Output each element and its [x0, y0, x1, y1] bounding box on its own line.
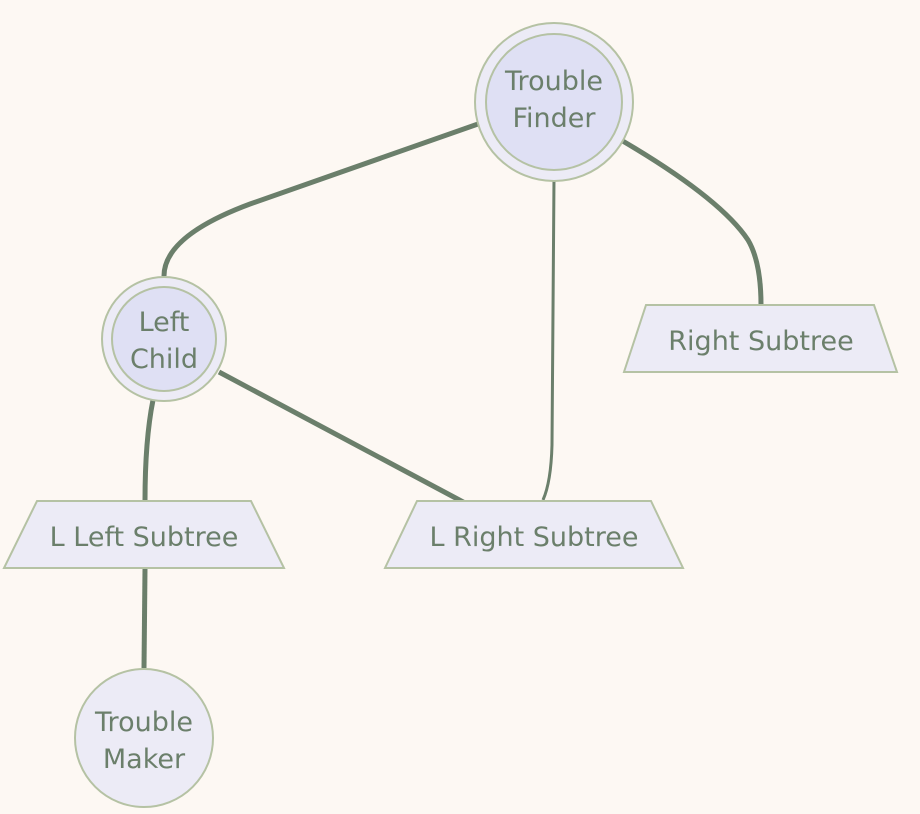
node-label: Maker — [103, 744, 186, 775]
node-l-left-subtree[interactable]: L Left Subtree — [2, 500, 286, 569]
edge-left-child-to-l-left-subtree — [142, 399, 156, 502]
edge-trouble-finder-to-l-right-subtree — [541, 177, 556, 501]
node-l-right-subtree[interactable]: L Right Subtree — [383, 500, 685, 569]
node-right-subtree[interactable]: Right Subtree — [622, 304, 899, 373]
node-label: Trouble — [504, 66, 603, 97]
node-trouble-maker[interactable]: Trouble Maker — [74, 668, 214, 808]
node-left-child[interactable]: Left Child — [101, 276, 227, 402]
node-label: Right Subtree — [668, 326, 853, 357]
edge-l-left-subtree-to-trouble-maker — [141, 568, 148, 669]
node-label: L Left Subtree — [50, 522, 239, 553]
node-label: Trouble — [94, 707, 193, 738]
edge-trouble-finder-to-right-subtree — [619, 137, 764, 306]
node-label: Finder — [512, 103, 596, 134]
node-label: Left — [139, 307, 190, 338]
edges — [141, 121, 764, 669]
edge-left-child-to-l-right-subtree — [217, 369, 467, 506]
node-label: Child — [130, 344, 198, 375]
edge-trouble-finder-to-left-child — [161, 121, 479, 277]
node-trouble-finder[interactable]: Trouble Finder — [474, 22, 634, 182]
node-label: L Right Subtree — [429, 522, 638, 553]
